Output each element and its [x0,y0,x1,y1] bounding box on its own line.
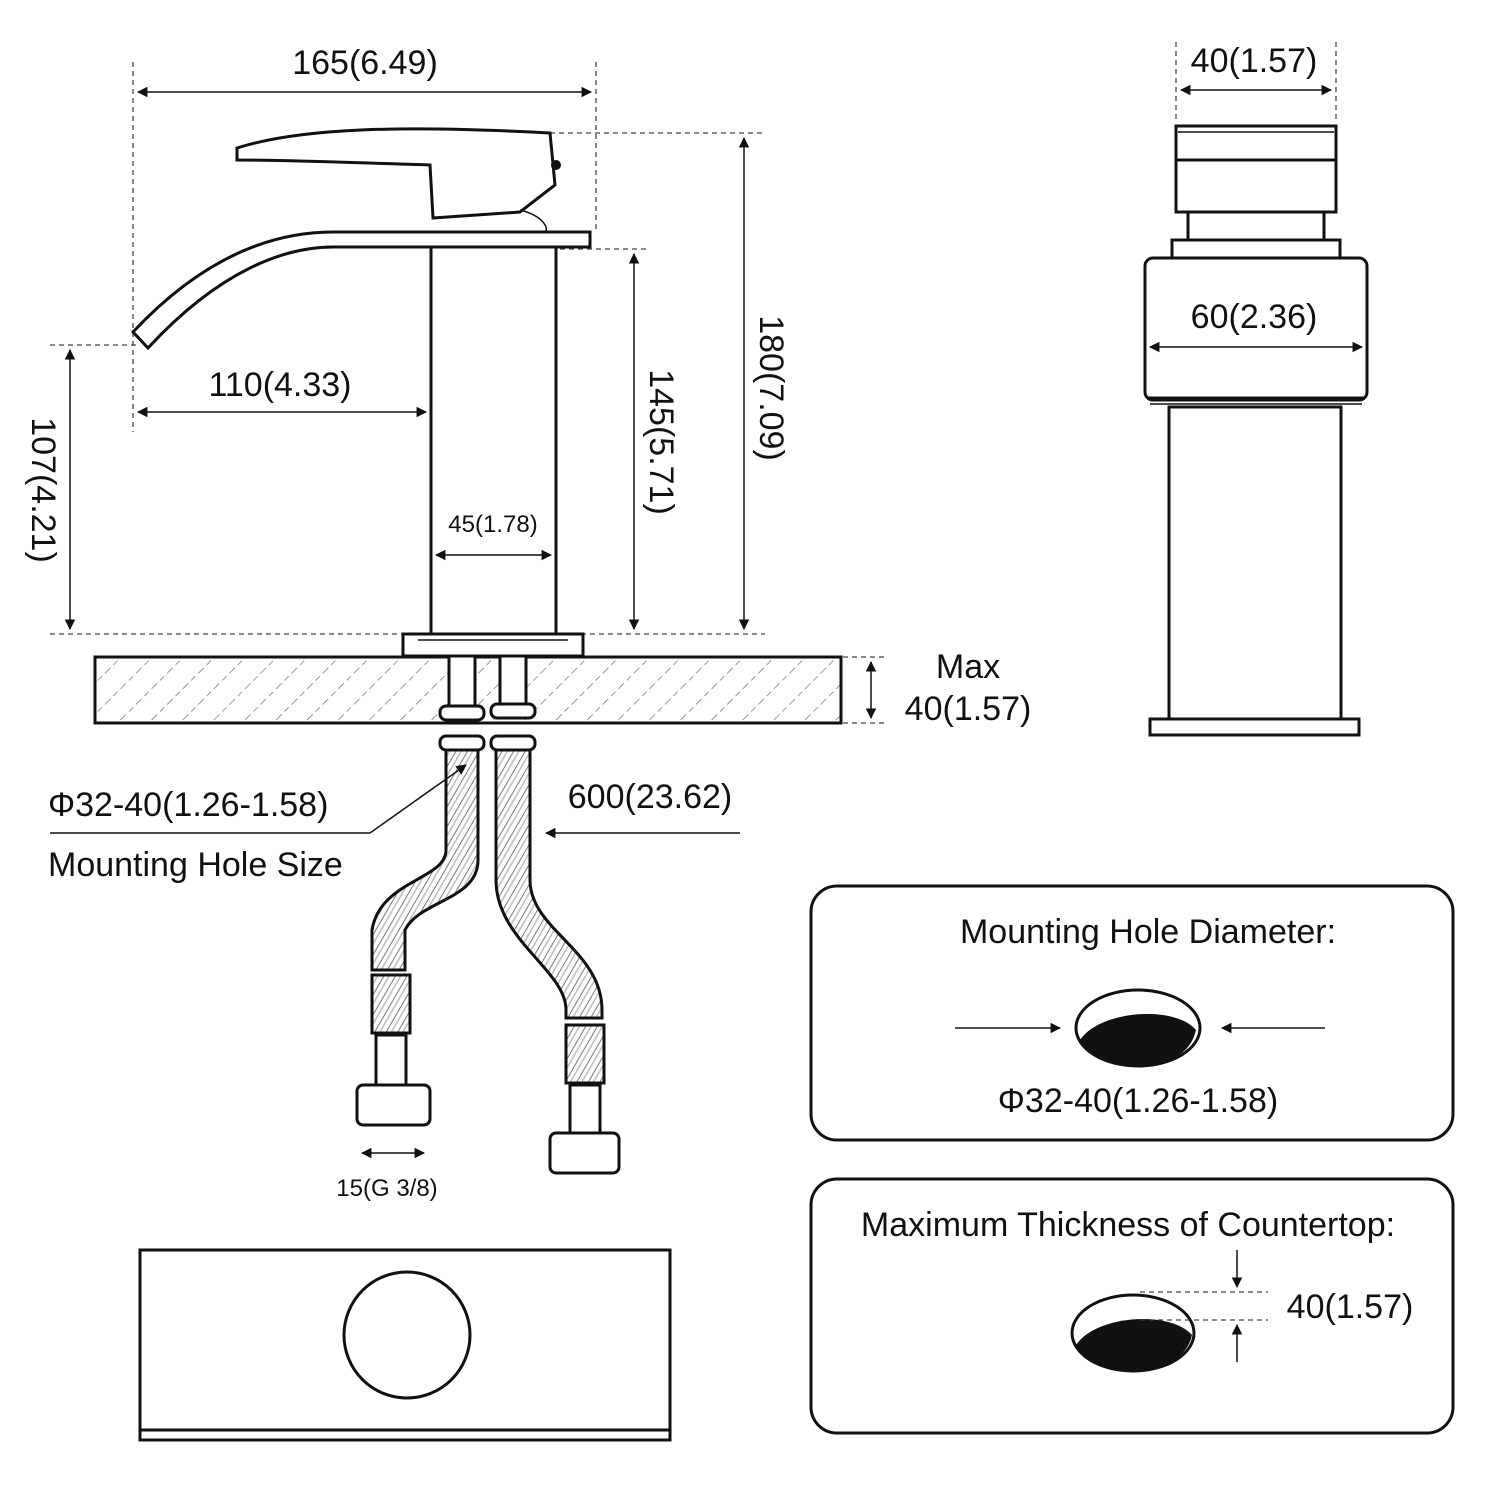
front-view [50,62,765,658]
lever-handle [235,127,557,220]
thickness-title: Maximum Thickness of Countertop: [861,1206,1395,1244]
side-body-width-label: 60(2.36) [1191,298,1318,336]
hole-size-leader [50,764,467,834]
total-height-label: 180(7.09) [752,315,790,461]
max-label: Max [936,648,1000,686]
body-height-label: 145(5.71) [642,369,680,515]
faucet-base [401,632,585,658]
side-spout [1143,256,1369,402]
side-view: 40(1.57) 60(2.36) [1143,42,1369,737]
thickness-hole-icon [1076,1318,1192,1371]
left-nut [355,1083,432,1127]
hose-length-label: 600(23.62) [568,778,732,816]
hole-diameter-box: Mounting Hole Diameter: Φ32-40(1.26-1.58… [809,884,1455,1142]
right-nut [548,1131,621,1175]
spout-height-label: 107(4.21) [24,417,62,563]
hole-caption-label: Mounting Hole Size [48,846,343,884]
side-handle [1174,124,1338,214]
thickness-value: 40(1.57) [1287,1288,1414,1326]
overall-width-label: 165(6.49) [292,44,438,82]
spout [130,230,592,351]
connector-label: 15(G 3/8) [336,1175,437,1202]
handle-width-label: 40(1.57) [1191,42,1318,80]
spout-reach-label: 110(4.33) [208,366,351,404]
hole-icon [1080,1013,1196,1066]
deck-plate-hole [342,1270,472,1400]
thickness-box: Maximum Thickness of Countertop: 40(1.57… [809,1177,1455,1435]
supply-hoses [355,654,621,1175]
hole-diameter-title: Mounting Hole Diameter: [960,913,1336,951]
faucet-body [429,245,558,636]
side-base [1148,717,1361,737]
hole-diameter-value: Φ32-40(1.26-1.58) [998,1082,1278,1120]
side-body [1167,405,1343,721]
body-width-label: 45(1.78) [448,511,537,538]
max-thickness-label: 40(1.57) [905,690,1032,728]
deck-plate [138,1248,672,1442]
hole-size-label: Φ32-40(1.26-1.58) [48,786,328,824]
